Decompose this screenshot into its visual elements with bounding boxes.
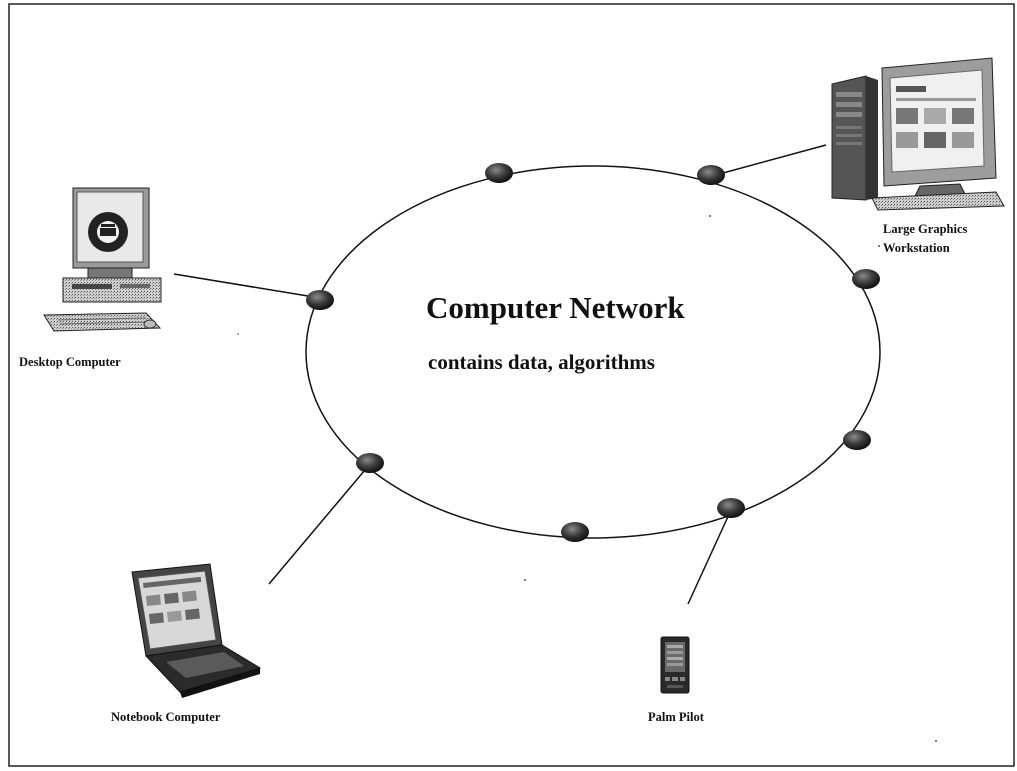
desktop-computer-label: Desktop Computer bbox=[19, 355, 121, 369]
network-node bbox=[356, 453, 384, 473]
workstation-link bbox=[711, 144, 827, 177]
network-node bbox=[561, 522, 589, 542]
notebook-computer-label: Notebook Computer bbox=[111, 710, 221, 724]
network-node bbox=[852, 269, 880, 289]
network-node bbox=[717, 498, 745, 518]
connection-lines bbox=[173, 144, 827, 605]
network-node bbox=[843, 430, 871, 450]
network-ring bbox=[305, 165, 881, 539]
network-node bbox=[697, 165, 725, 185]
ring-nodes bbox=[306, 163, 880, 542]
palm-pilot-label: Palm Pilot bbox=[648, 710, 705, 724]
network-node bbox=[306, 290, 334, 310]
palm-pilot-icon bbox=[660, 636, 690, 694]
notebook-computer-icon bbox=[131, 563, 262, 698]
desktop-computer-icon bbox=[43, 187, 162, 332]
scan-specks bbox=[237, 215, 937, 742]
desktop-link bbox=[173, 273, 321, 299]
network-subtitle: contains data, algorithms bbox=[428, 350, 655, 374]
network-title: Computer Network bbox=[426, 290, 685, 325]
network-node bbox=[485, 163, 513, 183]
workstation-icon bbox=[831, 57, 1005, 211]
notebook-link bbox=[268, 463, 371, 585]
workstation-label-line2: Workstation bbox=[883, 241, 950, 255]
workstation-label-line1: Large Graphics bbox=[883, 222, 968, 236]
palm-link bbox=[687, 509, 732, 605]
